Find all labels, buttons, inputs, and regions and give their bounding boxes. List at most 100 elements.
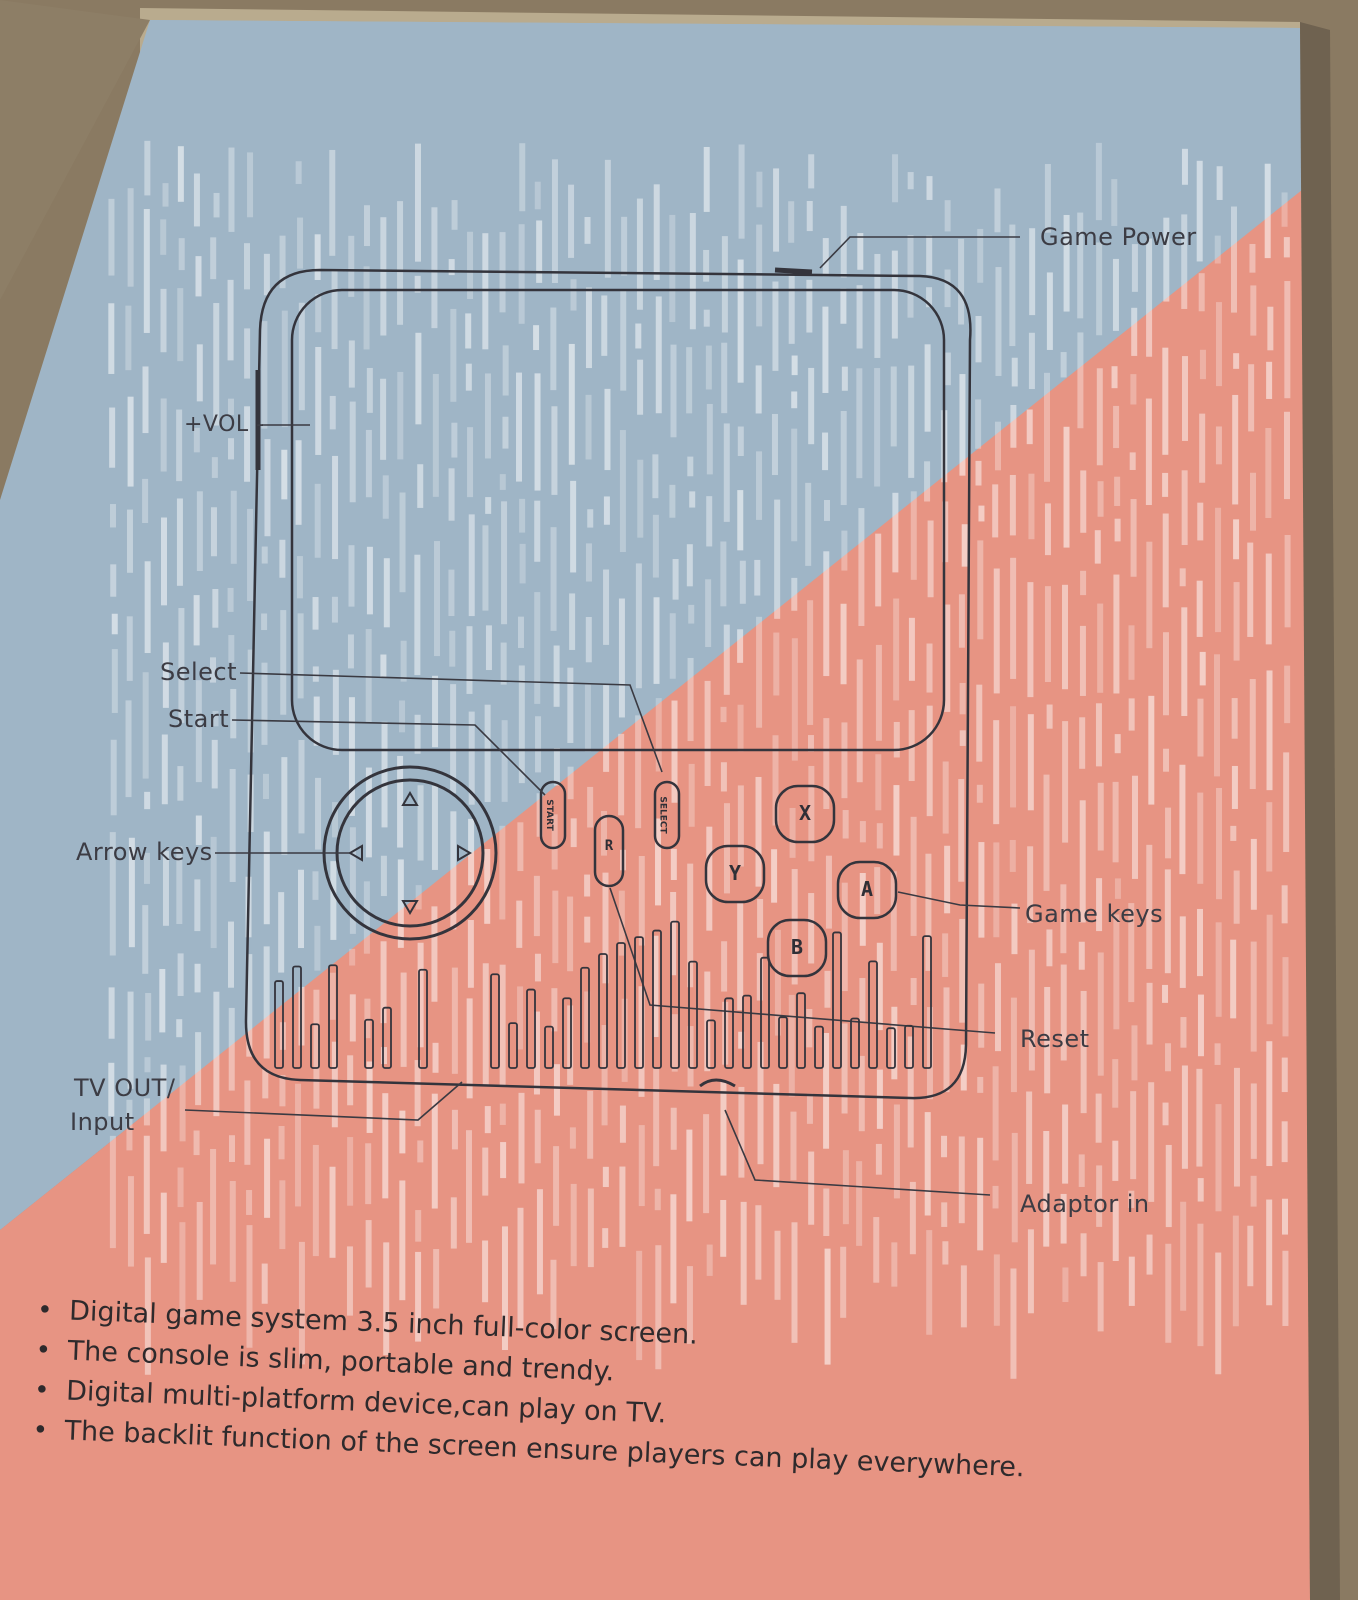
console-bar xyxy=(886,1027,896,1069)
background-bar xyxy=(669,214,676,323)
background-bar xyxy=(193,173,200,227)
background-bar xyxy=(773,168,780,252)
background-bar xyxy=(1026,409,1033,445)
background-bar xyxy=(755,365,762,414)
background-bar xyxy=(262,1069,269,1099)
start-button-label: START xyxy=(543,799,554,831)
background-bar xyxy=(380,941,387,1024)
background-bar xyxy=(1283,237,1290,258)
background-bar xyxy=(723,423,730,522)
background-bar xyxy=(143,1135,150,1234)
background-bar xyxy=(381,1047,388,1065)
background-bar xyxy=(451,967,458,1074)
background-bar xyxy=(434,541,441,657)
background-bar xyxy=(1249,679,1256,790)
background-bar xyxy=(688,763,695,827)
background-bar xyxy=(482,1147,489,1196)
background-bar xyxy=(227,398,234,416)
background-bar xyxy=(689,212,696,330)
background-bar xyxy=(891,1242,898,1287)
background-bar xyxy=(703,309,710,327)
background-bar xyxy=(1196,160,1203,262)
background-bar xyxy=(1113,405,1120,449)
background-bar xyxy=(1112,1201,1119,1261)
background-bar xyxy=(721,342,728,414)
background-bar xyxy=(652,454,659,499)
background-bar xyxy=(1131,775,1138,879)
background-bar xyxy=(400,972,407,1067)
background-bar xyxy=(312,597,319,630)
background-bar xyxy=(279,1180,286,1250)
background-bar xyxy=(1011,357,1018,387)
background-bar xyxy=(856,1161,863,1246)
background-bar xyxy=(1181,148,1188,185)
background-bar xyxy=(533,325,540,351)
background-bar xyxy=(397,201,404,325)
background-bar xyxy=(942,761,949,834)
background-bar xyxy=(210,237,217,280)
label-reset: Reset xyxy=(1020,1025,1090,1053)
background-bar xyxy=(774,1230,781,1300)
background-bar xyxy=(349,827,356,934)
background-bar xyxy=(246,954,253,1057)
background-bar xyxy=(432,675,439,748)
background-bar xyxy=(468,818,475,886)
background-bar xyxy=(926,1007,933,1100)
background-bar xyxy=(400,640,407,682)
background-bar xyxy=(737,490,744,551)
background-bar xyxy=(570,818,577,848)
background-bar xyxy=(1043,1130,1050,1247)
background-bar xyxy=(298,739,305,834)
background-bar xyxy=(570,480,577,573)
background-bar xyxy=(143,1098,150,1126)
background-bar xyxy=(176,409,183,482)
background-bar xyxy=(261,321,268,429)
background-bar xyxy=(908,617,915,681)
background-bar xyxy=(1060,964,1067,1061)
background-bar xyxy=(516,372,523,482)
background-bar xyxy=(587,1090,594,1159)
background-bar xyxy=(1163,748,1170,772)
background-bar xyxy=(1197,1178,1204,1202)
background-bar xyxy=(1027,1229,1034,1314)
background-bar xyxy=(841,366,848,391)
reset-button-outline xyxy=(593,814,625,888)
background-bar xyxy=(331,270,338,350)
background-bar xyxy=(1096,1165,1103,1227)
background-bar xyxy=(228,1135,235,1163)
background-bar xyxy=(244,328,251,379)
background-bar xyxy=(228,1007,235,1091)
background-bar xyxy=(823,499,830,521)
console-bar-pattern xyxy=(274,920,932,1069)
background-bar xyxy=(1198,273,1205,312)
background-bar xyxy=(604,388,611,471)
background-bar xyxy=(1231,765,1238,809)
background-bar xyxy=(551,814,558,870)
background-bar xyxy=(280,610,287,715)
background-bar xyxy=(638,1125,645,1207)
background-bar xyxy=(382,475,389,519)
background-bar xyxy=(468,514,475,617)
background-bar xyxy=(567,896,574,972)
background-bar xyxy=(228,921,235,988)
background-bar xyxy=(177,953,184,996)
background-bar xyxy=(161,734,168,805)
background-bar xyxy=(856,659,863,783)
background-bar xyxy=(823,1188,830,1236)
background-bar xyxy=(874,867,881,915)
background-bar xyxy=(1079,800,1086,923)
background-bar xyxy=(585,543,592,582)
background-bar xyxy=(652,514,659,578)
background-bar xyxy=(448,569,455,617)
background-bar xyxy=(1180,1017,1187,1048)
background-bar xyxy=(891,250,898,339)
background-bar xyxy=(1265,553,1272,645)
background-bar xyxy=(1179,916,1186,988)
background-bar xyxy=(757,899,764,938)
background-bar xyxy=(553,1064,560,1116)
background-bar xyxy=(484,373,491,459)
background-bar xyxy=(706,826,713,931)
background-bar xyxy=(1112,1140,1119,1181)
background-bar xyxy=(910,978,917,1006)
background-bar xyxy=(1129,452,1136,470)
